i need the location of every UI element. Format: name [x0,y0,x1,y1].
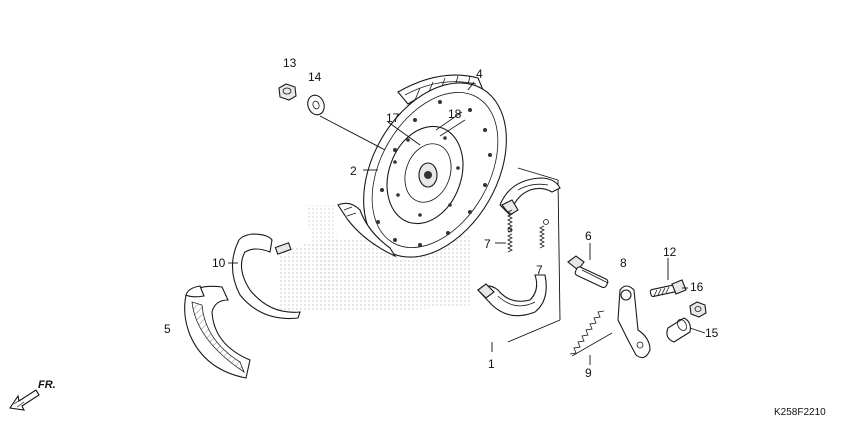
callout-13: 13 [283,56,297,70]
callout-8: 8 [620,256,627,270]
brake-assembly-box-part-1 [507,167,561,343]
brake-cam-part-6[interactable] [567,255,609,289]
spring-part-7b[interactable] [539,219,549,249]
callout-5: 5 [164,322,171,336]
brake-panel[interactable] [337,202,397,258]
front-label: FR. [38,379,56,391]
callout-9: 9 [585,366,592,380]
callout-16: 16 [690,280,704,294]
callout-6: 6 [585,229,592,243]
nut-part-15[interactable] [689,301,707,318]
collar-part-15[interactable] [666,317,691,343]
tire-part-5[interactable] [184,285,251,379]
brake-shoe-upper[interactable] [499,177,561,217]
bolt-part-16[interactable] [649,279,687,298]
callout-1: 1 [488,357,495,371]
tube-part-10[interactable] [231,233,301,320]
callout-18: 18 [448,107,462,121]
callout-17: 17 [386,111,400,125]
callout-12: 12 [663,245,677,259]
diagram-code: K258F2210 [774,407,826,418]
front-direction-arrow: FR. [9,379,56,411]
spring-part-9[interactable] [569,310,613,357]
spoke-part-18[interactable] [435,111,466,137]
nut-part-13[interactable] [278,83,297,101]
washer-part-14[interactable] [305,93,327,117]
brake-shoe-lower[interactable] [477,274,547,317]
callout-7a: 7 [484,237,491,251]
callout-10: 10 [212,256,226,270]
leader-lines [228,81,706,365]
callout-4: 4 [476,67,483,81]
brake-arm-part-8[interactable] [617,285,651,359]
callout-7b: 7 [536,263,543,277]
callout-14: 14 [308,70,322,84]
callout-15: 15 [705,326,719,340]
callout-2: 2 [350,164,357,178]
spring-part-7[interactable] [507,209,513,253]
hub-part-2[interactable] [374,116,476,235]
